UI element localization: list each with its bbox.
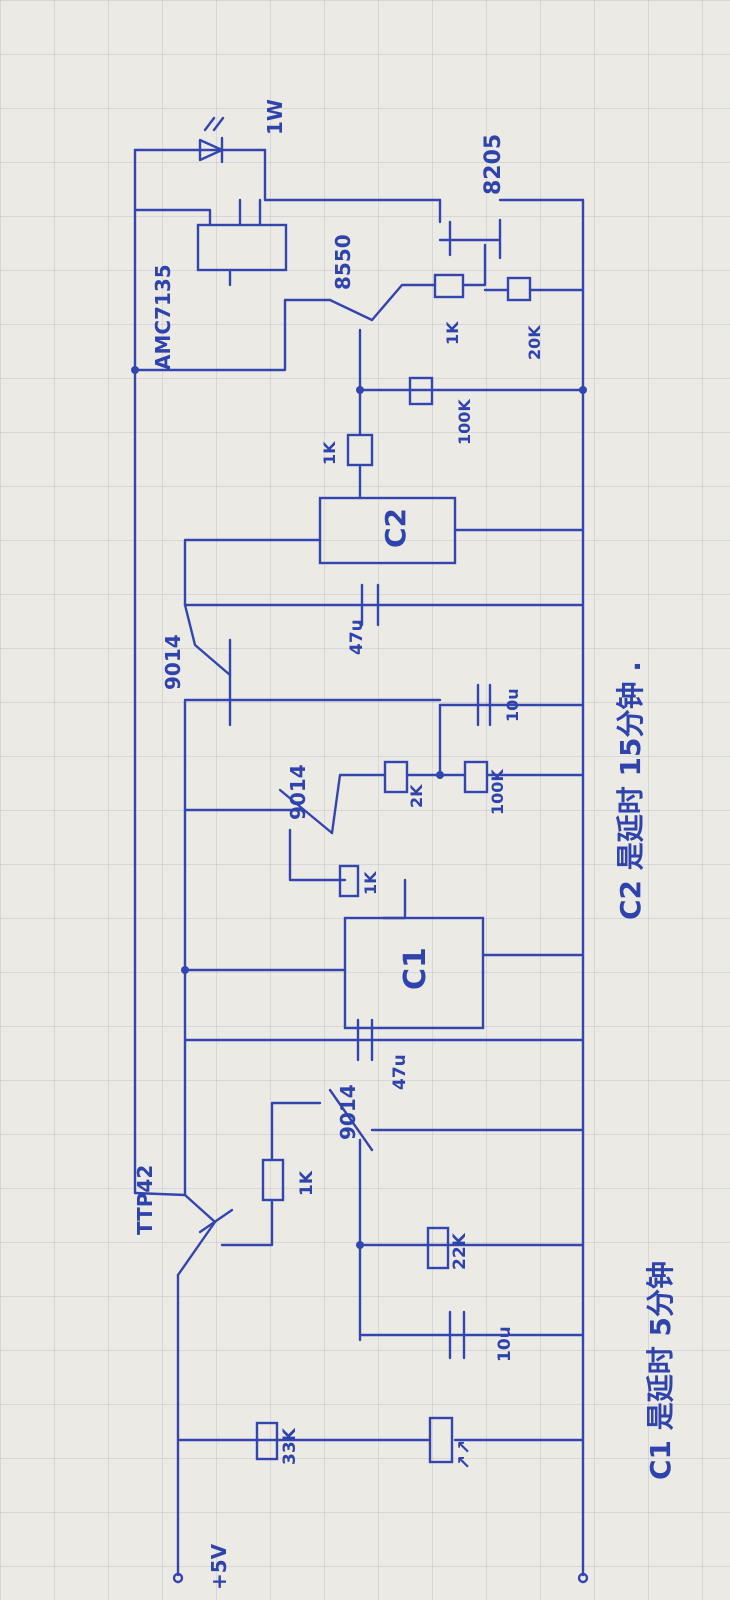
led-symbol — [198, 136, 224, 164]
r-1k-c-label: 1K — [320, 441, 339, 465]
q-left-label: 9014 — [336, 1084, 360, 1140]
led-label: 1W — [263, 99, 287, 135]
r-1k-b-label: 1K — [361, 871, 380, 895]
cap-10u-b-plate — [476, 683, 492, 727]
resistor-100k-b — [408, 376, 434, 406]
q-mid-label: 9014 — [161, 634, 185, 690]
wire-1k-b — [288, 828, 347, 882]
r-1k-a-label: 1K — [297, 1170, 317, 1196]
note-c1: C1 是延时 5分钟 — [644, 1261, 677, 1480]
wire-1k-a-up — [270, 1101, 322, 1162]
regulator-pins — [228, 198, 262, 287]
c-47u-b-label: 47u — [347, 619, 367, 655]
sensor-label: TTP42 — [133, 1165, 157, 1235]
wire-gate — [461, 243, 487, 287]
wire-c1-out — [381, 878, 407, 920]
resistor-1k-c — [346, 433, 374, 467]
q-top-label: 9014 — [286, 764, 310, 820]
resistor-1k-a — [261, 1158, 285, 1202]
q-mid-collector — [183, 698, 232, 762]
q-mid-emitter — [183, 603, 232, 677]
c-10u-b-label: 10u — [503, 688, 522, 722]
regulator-box — [196, 223, 288, 272]
r-100k-a-label: 100K — [488, 769, 507, 815]
r-2k-label: 2K — [407, 784, 426, 808]
junction-dot — [181, 966, 189, 974]
resistor-2k — [383, 760, 409, 794]
cap-10u-a-plate — [448, 1310, 466, 1360]
photoresistor — [428, 1416, 454, 1464]
resistor-33k — [255, 1421, 279, 1461]
wire-to-c2 — [183, 538, 322, 607]
regulator-label: AMC7135 — [151, 264, 175, 370]
junction-dot — [356, 386, 364, 394]
junction-dot — [436, 771, 444, 779]
r-22k-label: 22K — [450, 1232, 470, 1270]
c-47u-a-label: 47u — [390, 1054, 410, 1090]
q-top-emitter — [330, 773, 387, 835]
led-rays — [203, 116, 225, 132]
wire-supply-sensor — [176, 1220, 217, 1277]
note-c2: C2 是延时 15分钟 . — [614, 661, 647, 920]
c-10u-a-label: 10u — [495, 1326, 515, 1362]
mosfet-label: 8205 — [481, 134, 506, 195]
mosfet-body — [438, 198, 585, 260]
resistor-100k-a — [463, 760, 489, 794]
q-left-body — [328, 1088, 374, 1152]
supply-terminal — [172, 1572, 184, 1584]
r-20k-label: 20K — [525, 325, 544, 360]
ldr-arrows: ↗↗ — [454, 1440, 475, 1470]
r-33k-label: 33K — [280, 1427, 300, 1465]
junction-dot — [579, 386, 587, 394]
supply-label: +5V — [207, 1543, 231, 1590]
pnp-body — [328, 298, 374, 322]
junction-dot — [356, 1241, 364, 1249]
pnp-label: 8550 — [331, 234, 355, 290]
r-1k-d-label: 1K — [443, 321, 462, 345]
cap-47u-a-plate — [356, 1018, 374, 1062]
resistor-22k — [426, 1226, 450, 1270]
ic2-label: C2 — [379, 508, 412, 548]
sensor-base-wire — [220, 1198, 274, 1247]
junction-dot — [131, 366, 139, 374]
pnp-collector — [370, 283, 437, 322]
sensor-transistor-body — [198, 1208, 234, 1234]
r-100k-b-label: 100K — [455, 399, 474, 445]
mid-bus — [183, 758, 585, 1197]
ic1-box — [343, 916, 485, 1030]
resistor-1k-d — [433, 273, 465, 299]
pnp-emitter — [133, 298, 332, 372]
wire-reg-supply — [133, 208, 212, 227]
ic1-label: C1 — [398, 947, 433, 990]
cap-47u-b-plate — [360, 583, 380, 627]
resistor-20k — [506, 276, 532, 302]
q-top-body — [278, 788, 334, 835]
